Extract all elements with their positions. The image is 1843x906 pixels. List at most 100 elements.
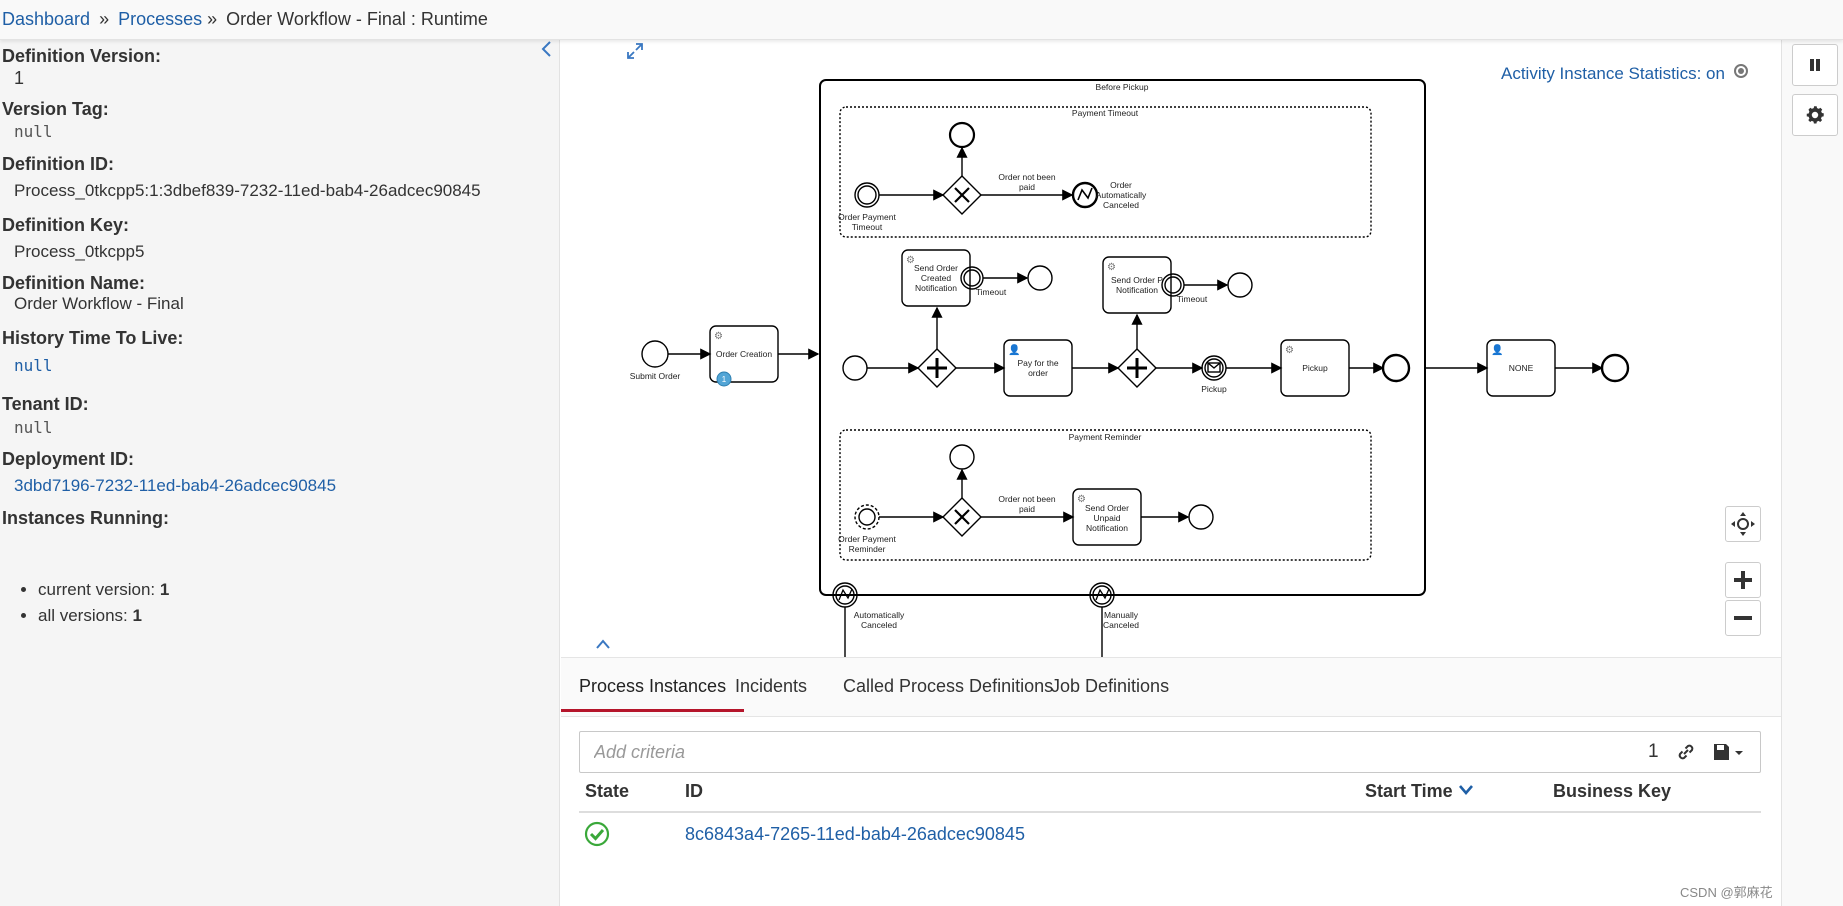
send-order-created-label: Notification <box>915 283 957 293</box>
tab-job-definitions[interactable]: Job Definitions <box>1051 676 1170 696</box>
exclusive-gateway <box>942 497 982 537</box>
chevron-up-icon[interactable] <box>591 633 615 655</box>
version-tag-value: null <box>14 122 53 141</box>
history-ttl-value[interactable]: null <box>14 356 53 375</box>
send-order-paid-task <box>1102 256 1172 314</box>
instance-count-label: current version: <box>38 580 156 599</box>
version-tag-label: Version Tag: <box>2 99 109 119</box>
plus-icon <box>1734 571 1752 589</box>
instance-count-badge <box>716 371 732 387</box>
expand-icon[interactable] <box>623 40 647 62</box>
instances-running-list: current version: 1 all versions: 1 <box>38 580 169 632</box>
crosshair-icon[interactable] <box>1725 506 1761 542</box>
submit-order-start-event <box>641 340 669 368</box>
deployment-id-label: Deployment ID: <box>2 449 135 469</box>
save-icon[interactable] <box>1712 742 1746 767</box>
breadcrumb-separator: » <box>99 9 110 29</box>
gear-icon <box>1806 106 1824 124</box>
search-bar: 1 <box>579 731 1761 773</box>
payment-timeout-label: Payment Timeout <box>1072 108 1139 118</box>
order-payment-reminder-label: Reminder <box>849 544 886 554</box>
definition-key-value: Process_0tkcpp5 <box>14 242 145 261</box>
definition-id-label: Definition ID: <box>2 154 114 174</box>
timeout-label: Timeout <box>1177 294 1208 304</box>
activity-stats-toggle[interactable]: Activity Instance Statistics: on <box>1501 64 1748 84</box>
submit-order-label: Submit Order <box>630 371 681 381</box>
user-icon: 👤 <box>1008 343 1020 356</box>
end-event <box>1227 272 1253 298</box>
result-count: 1 <box>1648 741 1659 762</box>
link-icon[interactable] <box>1676 742 1696 767</box>
order-payment-timeout-label: Timeout <box>852 222 883 232</box>
definition-version-label: Definition Version: <box>2 46 162 66</box>
order-not-paid-label: paid <box>1019 504 1035 514</box>
send-order-paid-label: Send Order P <box>1111 275 1163 285</box>
end-event <box>1381 353 1411 383</box>
column-header-business-key[interactable]: Business Key <box>1553 781 1672 801</box>
payment-timeout-subprocess <box>839 106 1372 238</box>
inner-start-event <box>842 355 868 381</box>
column-header-start-time-label: Start Time <box>1365 781 1453 801</box>
before-pickup-subprocess <box>819 79 1426 596</box>
tenant-id-label: Tenant ID: <box>2 394 89 414</box>
send-order-unpaid-label: Send Order <box>1085 503 1129 513</box>
send-order-unpaid-label: Unpaid <box>1094 513 1121 523</box>
instances-running-label: Instances Running: <box>2 508 170 528</box>
send-order-paid-label: Notification <box>1116 285 1158 295</box>
chevron-down-icon <box>1458 785 1473 795</box>
column-header-start-time[interactable]: Start Time <box>1365 781 1474 802</box>
terminate-error-event <box>1071 181 1099 209</box>
definition-id-value: Process_0tkcpp5:1:3dbef839-7232-11ed-bab… <box>14 181 481 200</box>
end-event <box>949 444 975 470</box>
instance-id-link[interactable]: 8c6843a4-7265-11ed-bab4-26adcec90845 <box>685 824 1025 844</box>
instance-count-value: 1 <box>132 606 142 625</box>
end-event <box>948 121 976 149</box>
suspend-button[interactable] <box>1792 44 1838 86</box>
instance-count-value: 1 <box>159 580 170 599</box>
action-bar <box>1781 40 1843 906</box>
pickup-task-label: Pickup <box>1302 363 1328 373</box>
pay-for-order-label: Pay for the <box>1017 358 1058 368</box>
order-payment-reminder-label: Order Payment <box>838 534 896 544</box>
column-header-id[interactable]: ID <box>685 781 703 801</box>
gear-icon: ⚙ <box>906 255 915 266</box>
chevron-left-icon[interactable] <box>536 40 556 64</box>
breadcrumb-current: Order Workflow - Final : Runtime <box>226 9 488 29</box>
breadcrumb-separator: » <box>207 9 218 29</box>
user-icon: 👤 <box>1491 343 1503 356</box>
zoom-out-button[interactable] <box>1725 600 1761 636</box>
tab-called-process-definitions[interactable]: Called Process Definitions <box>843 676 1054 696</box>
order-not-paid-label: paid <box>1019 182 1035 192</box>
definition-name-label: Definition Name: <box>2 273 146 293</box>
gear-icon: ⚙ <box>714 331 723 342</box>
column-header-state[interactable]: State <box>585 781 630 801</box>
deployment-id-link[interactable]: 3dbd7196-7232-11ed-bab4-26adcec90845 <box>14 476 337 495</box>
instance-count-badge-text: 1 <box>722 375 727 384</box>
breadcrumb-processes-link[interactable]: Processes <box>118 9 203 29</box>
send-order-created-label: Created <box>921 273 952 283</box>
order-not-paid-label: Order not been <box>998 172 1055 182</box>
order-payment-timeout-label: Order Payment <box>838 212 896 222</box>
search-input[interactable] <box>594 740 1494 764</box>
instance-count-label: all versions: <box>38 606 128 625</box>
zoom-in-button[interactable] <box>1725 562 1761 598</box>
pay-for-order-label: order <box>1028 368 1048 378</box>
definition-name-value: Order Workflow - Final <box>14 294 184 313</box>
tab-incidents[interactable]: Incidents <box>735 676 808 696</box>
bpmn-canvas[interactable]: ⚙ ⚙ ⚙ ⚙ ⚙ 👤 👤 1 Before Pickup Payment Ti… <box>561 40 1781 657</box>
pickup-event-label: Pickup <box>1201 384 1227 394</box>
exclusive-gateway <box>942 175 982 215</box>
before-pickup-label: Before Pickup <box>1096 82 1149 92</box>
parallel-gateway <box>1117 348 1157 388</box>
end-event <box>1027 265 1053 291</box>
bpmn-diagram[interactable]: ⚙ ⚙ ⚙ ⚙ ⚙ 👤 👤 1 Before Pickup Payment Ti… <box>561 40 1781 657</box>
manually-canceled-label: Canceled <box>1103 620 1139 630</box>
timeout-label: Timeout <box>976 287 1007 297</box>
settings-button[interactable] <box>1792 94 1838 136</box>
detail-tabs: Process Instances Incidents Called Proce… <box>561 657 1781 717</box>
radio-icon[interactable] <box>1733 64 1748 78</box>
tenant-id-value: null <box>14 418 53 437</box>
history-ttl-label: History Time To Live: <box>2 328 184 348</box>
breadcrumb-dashboard-link[interactable]: Dashboard <box>2 9 91 29</box>
tab-process-instances[interactable]: Process Instances <box>561 658 745 712</box>
